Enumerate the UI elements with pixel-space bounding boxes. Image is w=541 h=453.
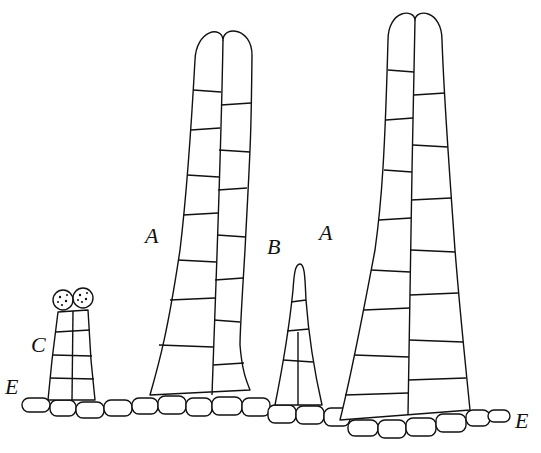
end-label: E	[4, 376, 19, 398]
part-letter: C	[30, 334, 47, 356]
part-letter: A	[144, 225, 159, 247]
tall-filament	[340, 13, 470, 420]
young-filament	[275, 264, 322, 405]
part-letter: B	[266, 236, 281, 258]
end-label: E	[514, 410, 529, 432]
short-filament	[48, 288, 95, 400]
tall-filament	[150, 31, 252, 395]
part-letter: A	[318, 222, 333, 244]
